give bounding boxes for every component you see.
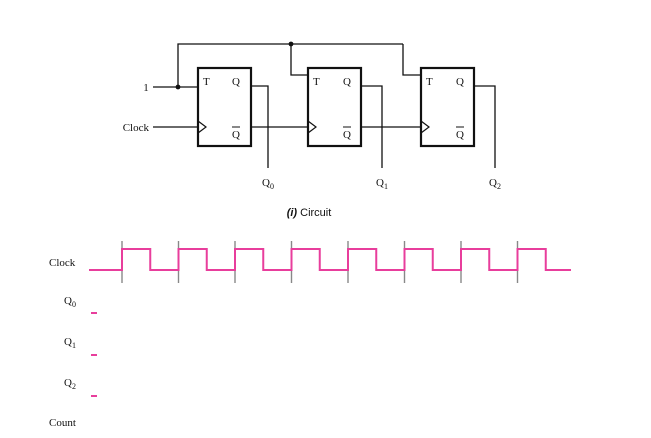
circuit-caption: (i) Circuit <box>287 207 332 219</box>
row-label-count: Count <box>49 417 76 429</box>
q-label: Q <box>456 76 464 88</box>
qbar-label: Q <box>232 129 240 141</box>
t-label: T <box>313 76 320 88</box>
row-label-clock: Clock <box>49 257 76 269</box>
clock-triangle <box>197 120 207 134</box>
q1-output-wire <box>361 85 383 168</box>
qbar-label: Q <box>456 129 464 141</box>
input-one-label: 1 <box>143 82 149 94</box>
flipflop-1: T Q Q <box>306 66 363 148</box>
row-label-q2: Q2 <box>64 377 76 391</box>
clock-waveform <box>89 248 571 271</box>
top-wire <box>177 43 403 87</box>
circuit: 1 Clock T Q Q T Q Q T Q Q <box>123 41 501 219</box>
q-label: Q <box>343 76 351 88</box>
t-label: T <box>426 76 433 88</box>
qbar-label: Q <box>343 129 351 141</box>
flipflop-2: T Q Q <box>419 66 476 148</box>
q0-output-wire <box>251 85 269 168</box>
output-label-q0: Q0 <box>262 177 274 191</box>
output-label-q2: Q2 <box>489 177 501 191</box>
row-label-q0: Q0 <box>64 295 76 309</box>
wire-to-t2 <box>402 44 421 76</box>
clock-input-label: Clock <box>123 122 150 134</box>
timing-diagram: Clock Q0 Q1 Q2 Count <box>49 241 571 429</box>
t-label: T <box>203 76 210 88</box>
wire-to-t1 <box>290 44 308 76</box>
clock-triangle <box>420 120 430 134</box>
q-label: Q <box>232 76 240 88</box>
q2-output-wire <box>474 85 496 168</box>
input-junction <box>175 84 181 90</box>
clock-triangle <box>307 120 317 134</box>
row-label-q1: Q1 <box>64 336 76 350</box>
output-label-q1: Q1 <box>376 177 388 191</box>
flipflop-0: T Q Q <box>196 66 253 148</box>
